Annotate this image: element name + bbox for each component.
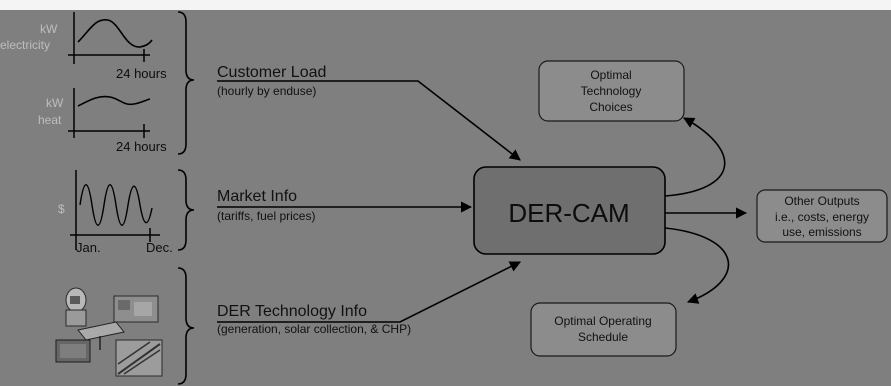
heat-axis-label: 24 hours [116, 139, 167, 154]
solar-panel-image [77, 321, 125, 350]
electric-axis-label: 24 hours [116, 66, 167, 81]
other-outputs-line-1: Other Outputs [784, 194, 859, 208]
other-outputs-box [756, 189, 888, 243]
heat-unit-label: kW [46, 96, 64, 110]
tech-choices-box [538, 60, 685, 122]
market-x-end: Dec. [146, 240, 173, 255]
tech-choices-line-1: Optimal [590, 68, 631, 82]
market-y-label: $ [58, 202, 65, 216]
input-title-market-info: Market Info [217, 188, 297, 205]
schedule-line-1: Optimal Operating [554, 314, 651, 328]
arrow-to-schedule [664, 227, 730, 304]
top-strip [0, 0, 891, 10]
technology-brace [177, 267, 195, 385]
der-technology-images [55, 287, 163, 377]
market-price-curve [79, 184, 153, 226]
market-x-start: Jan. [76, 240, 101, 255]
heat-load-curve [77, 95, 151, 107]
der-cam-box [473, 166, 666, 255]
electric-unit-label: kW [40, 22, 58, 36]
tech-choices-line-2: Technology [581, 84, 642, 98]
fuel-cell-image [65, 287, 87, 327]
load-brace [177, 11, 195, 155]
schedule-line-2: Schedule [578, 330, 628, 344]
arrow-customer-load [217, 80, 521, 161]
chp-unit-image [55, 339, 91, 363]
market-price-graph: $ Jan. Dec. [58, 170, 173, 255]
electricity-load-graph: kW electricity 24 hours [0, 12, 167, 81]
other-outputs-line-2: i.e., costs, energy [775, 210, 869, 224]
other-outputs-line-3: use, emissions [782, 225, 861, 239]
generator-image [113, 295, 159, 323]
input-subtitle-customer-load: (hourly by enduse) [217, 84, 316, 98]
der-cam-label: DER-CAM [508, 198, 629, 228]
arrow-der-technology [217, 261, 522, 323]
electric-load-curve [77, 19, 153, 48]
arrow-to-tech-choices [664, 117, 726, 197]
heat-load-graph: kW heat 24 hours [38, 88, 167, 154]
solar-collector-image [115, 339, 163, 377]
heat-label: heat [38, 113, 62, 127]
electric-label: electricity [0, 38, 50, 52]
input-subtitle-market-info: (tariffs, fuel prices) [217, 209, 315, 223]
market-brace [177, 169, 195, 251]
tech-choices-line-3: Choices [589, 100, 632, 114]
input-title-der-technology: DER Technology Info [217, 303, 367, 320]
schedule-box [530, 302, 677, 357]
input-title-customer-load: Customer Load [217, 64, 326, 81]
input-subtitle-der-technology: (generation, solar collection, & CHP) [217, 322, 411, 336]
